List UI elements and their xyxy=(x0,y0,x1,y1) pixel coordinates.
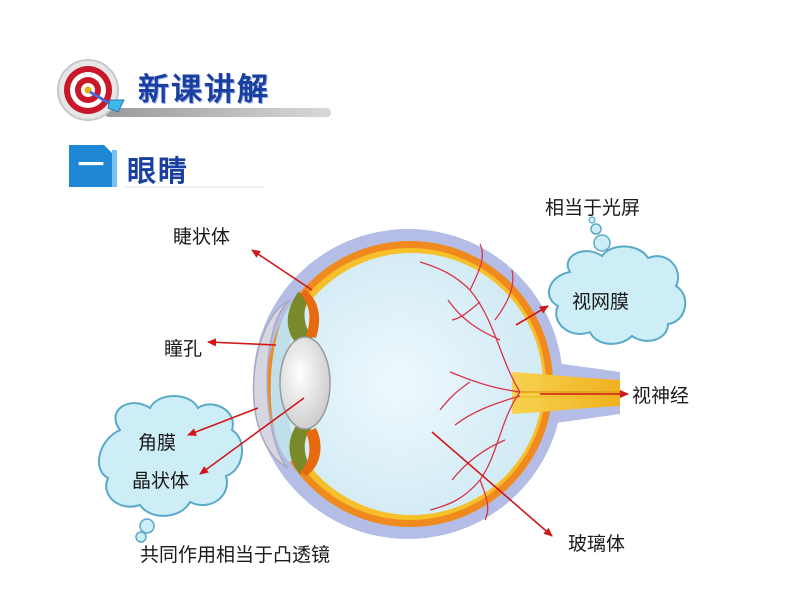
vitreous-body xyxy=(281,253,543,515)
section-number-badge xyxy=(69,145,117,187)
label-convex-lens-note: 共同作用相当于凸透镜 xyxy=(140,544,331,566)
pointer-arrows xyxy=(187,249,629,537)
header-title: 新课讲解 xyxy=(138,72,270,108)
optic-nerve xyxy=(512,372,620,414)
label-vitreous: 玻璃体 xyxy=(568,533,626,555)
section-title: 眼睛 xyxy=(127,154,190,188)
ciliary-upper xyxy=(300,290,320,338)
label-screen-note: 相当于光屏 xyxy=(545,197,641,219)
label-retina: 视网膜 xyxy=(572,291,630,313)
section-number: 一 xyxy=(77,151,104,181)
dart-icon xyxy=(89,90,125,113)
ciliary-lower xyxy=(300,428,321,476)
label-ciliary-body: 睫状体 xyxy=(173,226,231,248)
arrow-vitreous xyxy=(431,431,553,537)
arrow-cornea xyxy=(187,407,259,436)
cornea xyxy=(252,299,291,469)
label-optic-nerve: 视神经 xyxy=(632,385,690,407)
cloud-lens-note xyxy=(98,395,244,543)
arrow-retina xyxy=(515,305,549,326)
cloud-retina-note xyxy=(547,216,687,345)
label-lens: 晶状体 xyxy=(132,470,190,492)
arrow-lens xyxy=(199,397,305,475)
lens xyxy=(279,336,331,430)
label-cornea: 角膜 xyxy=(138,432,177,454)
arrow-pupil xyxy=(207,338,277,347)
arrow-ciliary-body xyxy=(251,249,313,291)
header-underline xyxy=(105,108,331,117)
label-pupil: 瞳孔 xyxy=(164,338,203,360)
